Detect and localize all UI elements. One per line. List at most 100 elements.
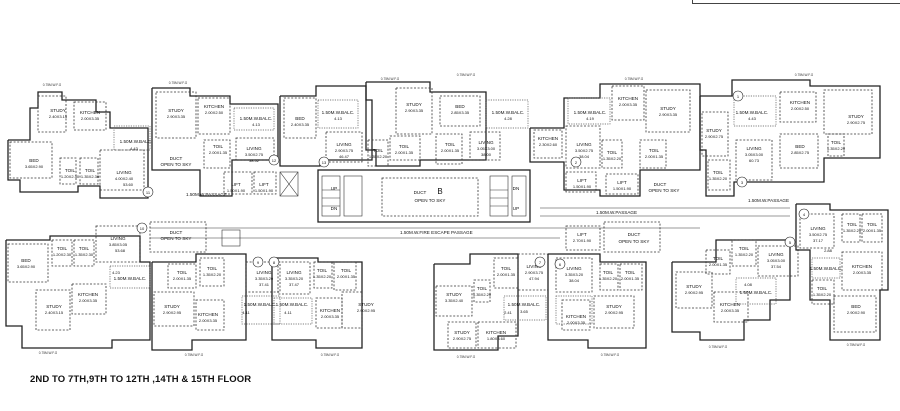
f7-toil-b-dim: 2.00X1.35 bbox=[497, 272, 516, 277]
flat-12-shaft-cross-b bbox=[279, 171, 299, 197]
flat-7-outline bbox=[433, 253, 519, 351]
duct-bottom-left-label: DUCT bbox=[170, 230, 183, 235]
flat-number-10: 10 bbox=[140, 226, 145, 231]
flat-12-balcony bbox=[233, 107, 275, 131]
f4-living: LIVING bbox=[810, 226, 825, 231]
passage-label-right: 1.50M.W.PASSAGE bbox=[596, 210, 637, 215]
f4-kitchen: KITCHEN bbox=[852, 264, 872, 269]
flat-marker-10 bbox=[136, 222, 148, 234]
f9-toil-b-dim: 1.35X2.20 bbox=[203, 272, 222, 277]
lift-bottom-dim: 2.70X1.90 bbox=[573, 238, 592, 243]
f13-balc: 1.50M.W.BALC. bbox=[322, 110, 355, 115]
f10-balc-area: 4.23 bbox=[112, 270, 121, 275]
f4-toil-a: TOIL bbox=[847, 222, 858, 227]
f4-balc: 1.50M.W.BALC. bbox=[810, 266, 843, 271]
f7-toil: TOIL bbox=[477, 286, 488, 291]
duct-right bbox=[603, 221, 661, 253]
stair-right-up-label: UP bbox=[513, 206, 519, 211]
f2-toil-a-dim: 1.35X2.20 bbox=[603, 156, 622, 161]
f2-study-dim: 2.90X3.35 bbox=[659, 112, 678, 117]
f3-bed-dim: 2.85X2.75 bbox=[791, 150, 810, 155]
flat-2-study-room bbox=[645, 89, 691, 133]
f2-living: LIVING bbox=[576, 142, 591, 147]
flat-6-toil-b bbox=[619, 263, 643, 291]
flat-4-living-room bbox=[799, 213, 835, 249]
f13-toil: TOIL bbox=[373, 148, 384, 153]
flat-marker-1 bbox=[732, 90, 744, 102]
f4-area: 37.17 bbox=[813, 238, 824, 243]
duct-b-label: DUCT bbox=[414, 190, 427, 195]
flat-marker-7 bbox=[534, 256, 546, 268]
f8-toil-b-dim: 2.00X1.35 bbox=[337, 274, 356, 279]
f10-balc: 1.50M.W.BALC. bbox=[114, 276, 147, 281]
core-study: STUDY bbox=[406, 102, 422, 107]
f4-bed-dim: 2.90X2.90 bbox=[847, 310, 866, 315]
f2-kitchen-b: KITCHEN bbox=[618, 96, 638, 101]
duct-top-left-label: DUCT bbox=[170, 156, 183, 161]
flat-3-study-room bbox=[701, 111, 729, 157]
f11-kitchen: KITCHEN bbox=[80, 110, 100, 115]
flat-3-living-room bbox=[735, 139, 773, 181]
flat-11-outline bbox=[7, 91, 149, 199]
flat-13-outline bbox=[279, 85, 373, 167]
f7-study-dim: 3.35X2.40 bbox=[445, 298, 464, 303]
flat-marker-13 bbox=[318, 156, 330, 168]
flat-number-7: 7 bbox=[539, 260, 542, 265]
f5-balc-area: 4.08 bbox=[744, 282, 753, 287]
flat-marker-3 bbox=[736, 176, 748, 188]
flat-9-toil-b bbox=[199, 257, 225, 287]
f3-toil-dim: 1.35X2.20 bbox=[709, 176, 728, 181]
flat-marker-2 bbox=[570, 156, 582, 168]
f3-balc-area: 4.43 bbox=[748, 116, 757, 121]
flat-3-toil-a bbox=[827, 133, 845, 157]
f6-area: 38.04 bbox=[569, 278, 580, 283]
f12-study-dim: 2.90X3.35 bbox=[167, 114, 186, 119]
flat-number-6: 6 bbox=[559, 262, 562, 267]
core-bed-dim: 2.85X3.35 bbox=[451, 110, 470, 115]
flat-number-12: 12 bbox=[272, 158, 277, 163]
f4-toil-c-dim: 1.35X2.20 bbox=[813, 292, 832, 297]
f11-balc: 1.50M.W.BALC. bbox=[120, 139, 153, 144]
fw-tag-6: 0.75M.W.F.G bbox=[795, 73, 814, 77]
core-area: 38.00 bbox=[481, 152, 492, 157]
stair-left bbox=[321, 175, 341, 217]
passage-label-far-right: 1.50M.W.PASSAGE bbox=[748, 198, 789, 203]
f12-toil: TOIL bbox=[213, 144, 224, 149]
f3-living: LIVING bbox=[746, 146, 761, 151]
f8-study-dim: 2.90X2.95 bbox=[357, 308, 376, 313]
f6-study: STUDY bbox=[606, 304, 622, 309]
flat-2-balcony bbox=[567, 97, 611, 125]
f2-kitchen: KITCHEN bbox=[538, 136, 558, 141]
f6-toil-a-dim: 1.35X2.20 bbox=[599, 276, 618, 281]
flat-7-toil bbox=[473, 279, 491, 303]
flat-4-bed-room bbox=[833, 295, 877, 333]
f13-living: LIVING bbox=[336, 142, 351, 147]
f11-balc-area: 4.43 bbox=[130, 146, 139, 151]
f8-toil-a-dim: 1.35X2.20 bbox=[313, 274, 332, 279]
f6-toil-a: TOIL bbox=[603, 270, 614, 275]
fw-tag-4: 0.75M.W.F.G bbox=[457, 73, 476, 77]
f2-kitchen-dim: 2.30X2.60 bbox=[539, 142, 558, 147]
f7-toil-dim: 1.35X2.20 bbox=[473, 292, 492, 297]
flat-number-9: 9 bbox=[257, 260, 260, 265]
f7-living-dim: 2.90X3.75 bbox=[525, 270, 544, 275]
lift-bottom-label: LIFT bbox=[577, 232, 587, 237]
frame-corner-tick bbox=[692, 0, 693, 4]
flat-2-kitchen-room bbox=[533, 129, 563, 159]
f13-area: 46.47 bbox=[339, 154, 350, 159]
flat-2-kitchen-b-room bbox=[611, 85, 645, 121]
core-top-toil-a bbox=[389, 135, 421, 161]
flat-5-toil-b bbox=[731, 239, 757, 267]
f7-study-b-dim: 2.90X2.75 bbox=[453, 336, 472, 341]
flat-marker-6 bbox=[554, 258, 566, 270]
flat-marker-5 bbox=[784, 236, 796, 248]
top-wing bbox=[7, 79, 881, 223]
f6-toil-b: TOIL bbox=[625, 270, 636, 275]
f5-toil-a: TOIL bbox=[713, 256, 724, 261]
stair-right-2 bbox=[511, 175, 527, 217]
flat-13-bed-room bbox=[283, 97, 317, 139]
f9-balc: 1.50M.W.BALC. bbox=[244, 302, 277, 307]
f11-area: 53.60 bbox=[123, 182, 134, 187]
flat-13-living-room bbox=[325, 131, 363, 163]
f2-area: 38.04 bbox=[579, 154, 590, 159]
